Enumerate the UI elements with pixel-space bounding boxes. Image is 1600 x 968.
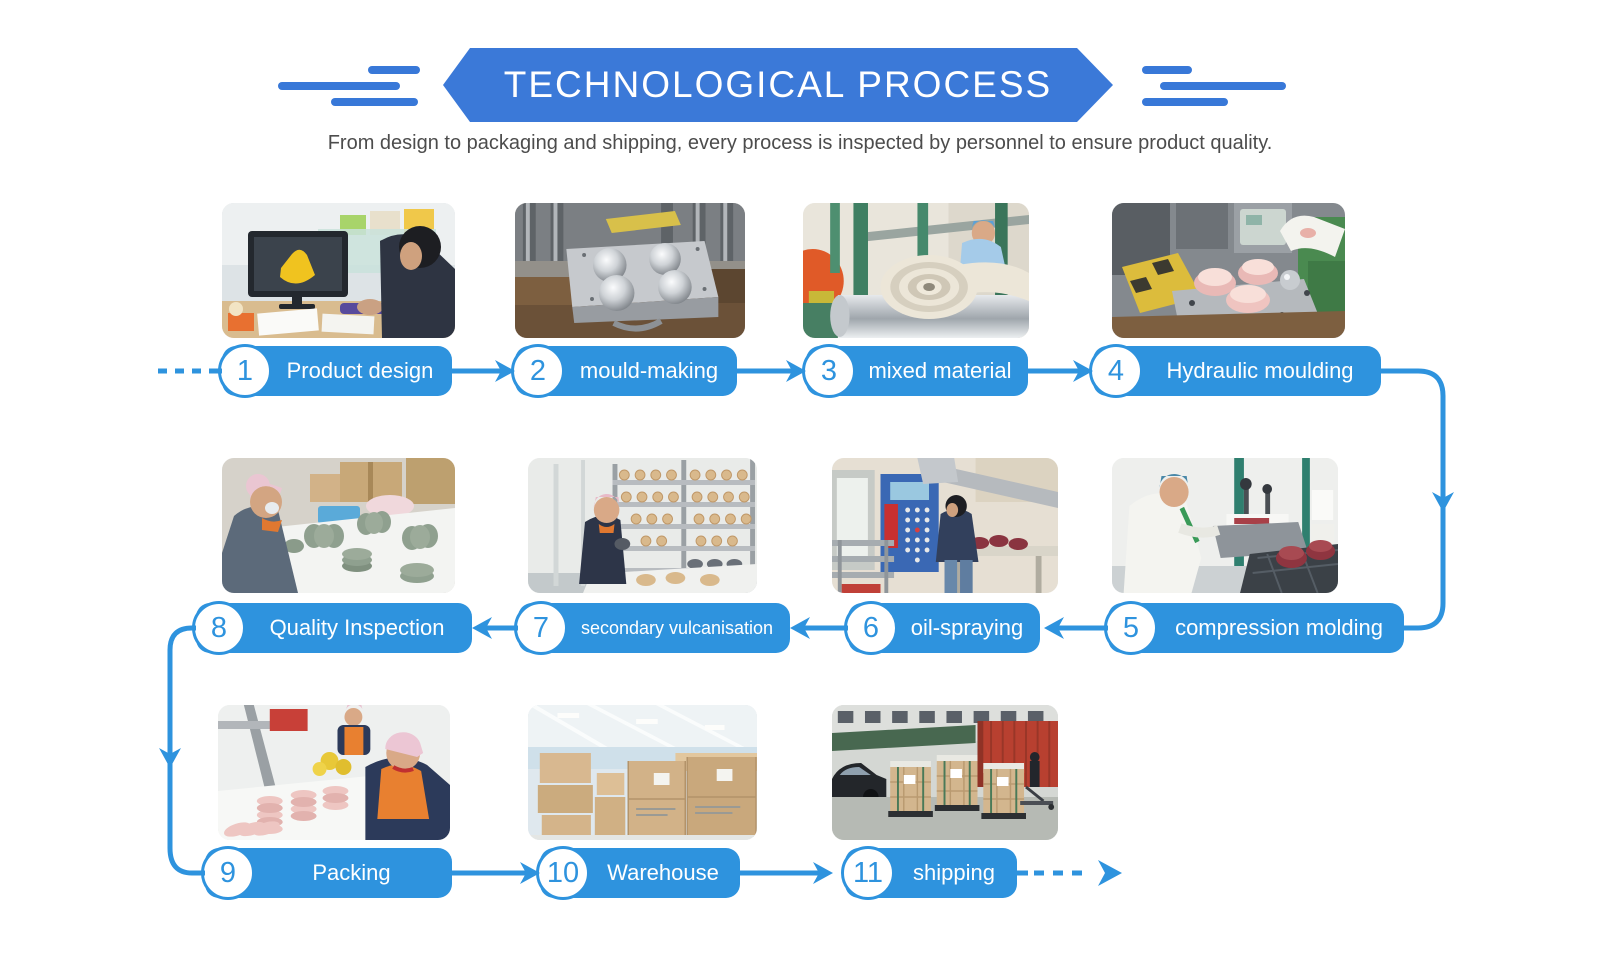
- step-number-8: 8: [192, 601, 246, 655]
- connector-right-down: [1381, 368, 1446, 631]
- page-title: TECHNOLOGICAL PROCESS: [503, 64, 1053, 105]
- step-label-mixed-material: mixed material: [868, 358, 1012, 383]
- step-label-oil-spraying: oil-spraying: [910, 615, 1024, 640]
- connector-left-down: [167, 625, 205, 876]
- photo-shipping: [832, 705, 1058, 840]
- step-pill-secondary-vulcanisation: 7 secondary vulcanisation: [514, 601, 790, 655]
- photo-hydraulic-moulding: [1112, 203, 1345, 338]
- arrowhead-5-6: [1044, 617, 1064, 639]
- step-pill-mould-making: 2 mould-making: [511, 344, 737, 398]
- step-number-5: 5: [1104, 601, 1158, 655]
- photo-quality-inspection: [222, 458, 455, 593]
- step-pill-oil-spraying: 6 oil-spraying: [844, 601, 1040, 655]
- step-number-4: 4: [1089, 344, 1143, 398]
- step-pill-warehouse: 10 Warehouse: [536, 846, 740, 900]
- speed-line-left-top: [368, 66, 420, 74]
- photo-mould-making: [515, 203, 745, 338]
- step-number-9: 9: [201, 846, 255, 900]
- title-banner: TECHNOLOGICAL PROCESS: [443, 48, 1113, 122]
- page-subtitle: From design to packaging and shipping, e…: [327, 132, 1273, 154]
- step-label-product-design: Product design: [286, 358, 434, 383]
- step-pill-hydraulic-moulding: 4 Hydraulic moulding: [1089, 344, 1381, 398]
- step-label-packing: Packing: [312, 860, 391, 885]
- arrowhead-10-11: [813, 862, 833, 884]
- step-number-2: 2: [511, 344, 565, 398]
- speed-line-right-bottom: [1142, 98, 1228, 106]
- step-number-7: 7: [514, 601, 568, 655]
- step-label-secondary-vulcanisation: secondary vulcanisation: [580, 617, 774, 638]
- step-pill-compression-molding: 5 compression molding: [1104, 601, 1404, 655]
- speed-line-left-middle: [278, 82, 400, 90]
- arrowhead-flow-end: [1098, 860, 1122, 886]
- step-label-shipping: shipping: [913, 860, 995, 885]
- step-number-11: 11: [841, 846, 895, 900]
- speed-line-right-middle: [1160, 82, 1286, 90]
- step-label-compression-molding: compression molding: [1175, 615, 1383, 640]
- speed-line-left-bottom: [331, 98, 418, 106]
- arrowhead-7-8: [472, 617, 492, 639]
- photo-compression-molding: [1112, 458, 1338, 593]
- step-pill-shipping: 11 shipping: [841, 846, 1017, 900]
- photo-secondary-vulcanisation: [528, 458, 757, 593]
- step-pill-product-design: 1 Product design: [218, 344, 452, 398]
- photo-product-design: [222, 203, 455, 338]
- step-number-3: 3: [802, 344, 856, 398]
- step-number-1: 1: [218, 344, 272, 398]
- step-pill-quality-inspection: 8 Quality Inspection: [192, 601, 472, 655]
- step-label-hydraulic-moulding: Hydraulic moulding: [1166, 358, 1354, 383]
- speed-line-right-top: [1142, 66, 1192, 74]
- step-label-mould-making: mould-making: [579, 358, 719, 383]
- arrowhead-4-5: [1432, 492, 1454, 512]
- step-number-6: 6: [844, 601, 898, 655]
- arrowhead-8-9: [159, 748, 181, 768]
- step-number-10: 10: [536, 846, 590, 900]
- photo-oil-spraying: [832, 458, 1058, 593]
- photo-mixed-material: [803, 203, 1029, 338]
- photo-packing: [218, 705, 450, 840]
- step-label-warehouse: Warehouse: [607, 860, 719, 885]
- arrowhead-6-7: [790, 617, 810, 639]
- step-pill-packing: 9 Packing: [201, 846, 452, 900]
- photo-warehouse: [528, 705, 757, 840]
- step-pill-mixed-material: 3 mixed material: [802, 344, 1028, 398]
- step-label-quality-inspection: Quality Inspection: [269, 615, 445, 640]
